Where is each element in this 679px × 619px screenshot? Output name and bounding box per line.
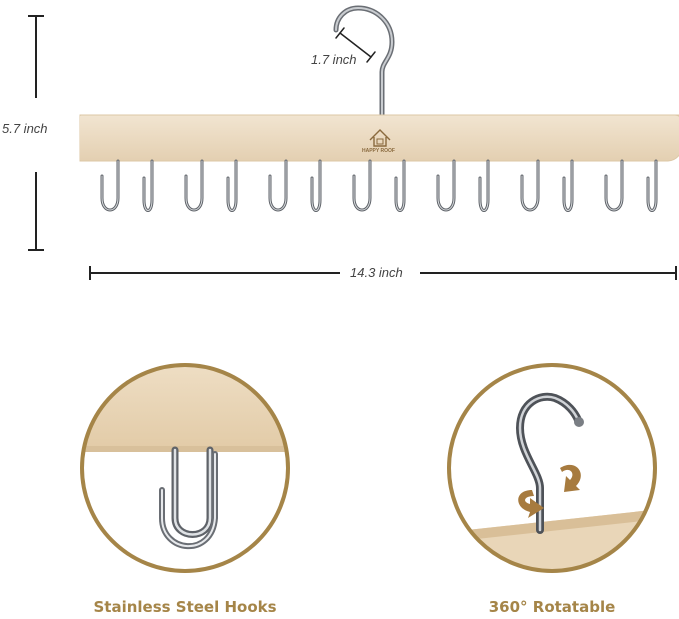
hook <box>604 159 624 212</box>
rotate-arrow-right-icon <box>560 464 581 492</box>
hook <box>100 159 120 212</box>
hook <box>226 159 238 212</box>
hook-size-label: 1.7 inch <box>311 52 357 67</box>
feature-rotatable-image <box>447 363 657 573</box>
hook <box>562 159 574 212</box>
feature-rotatable-caption: 360° Rotatable <box>488 598 616 616</box>
hanger-top-hook <box>333 5 395 118</box>
hook <box>394 159 406 212</box>
brand-logo <box>369 129 391 147</box>
brand-logo-text: HAPPY ROOF <box>362 148 395 154</box>
hook <box>436 159 456 212</box>
hook <box>352 159 372 212</box>
hook <box>310 159 322 212</box>
feature-hooks-image <box>80 363 290 573</box>
hook <box>478 159 490 212</box>
hook <box>646 159 658 212</box>
width-label: 14.3 inch <box>350 265 403 280</box>
feature-hooks-ring <box>80 363 290 573</box>
width-dimension-line <box>89 266 677 280</box>
feature-rotatable-ring <box>447 363 657 573</box>
hook <box>184 159 204 212</box>
hanger-illustration <box>28 5 679 280</box>
height-label: 5.7 inch <box>2 121 48 136</box>
feature-hooks-caption: Stainless Steel Hooks <box>93 598 277 616</box>
hook <box>520 159 540 212</box>
height-dimension-line <box>28 15 44 251</box>
rotate-arrow-left-icon <box>518 490 544 518</box>
hook <box>268 159 288 212</box>
hooks-row <box>100 159 658 212</box>
hook <box>142 159 154 212</box>
